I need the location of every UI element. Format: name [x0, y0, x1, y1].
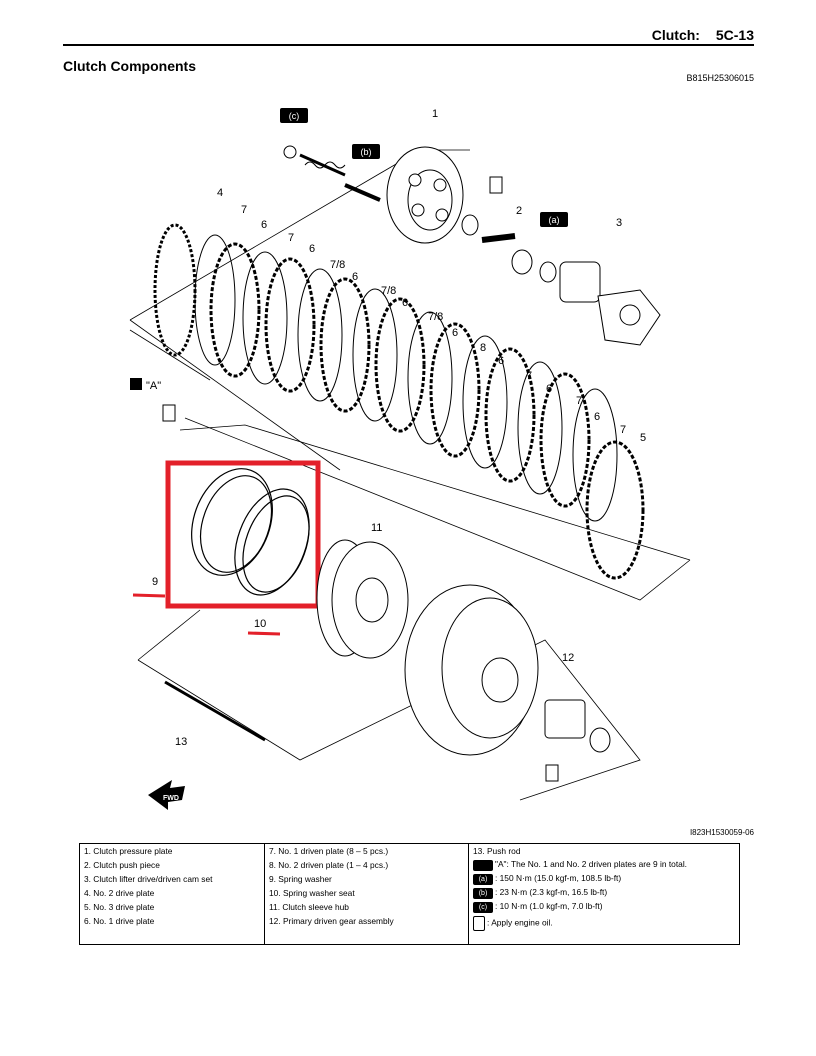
svg-text:(b): (b) — [361, 147, 372, 157]
svg-text:(c): (c) — [289, 111, 300, 121]
callout: 2 — [516, 205, 522, 217]
callout: 6 — [402, 297, 408, 309]
callout: 7/8 — [428, 311, 443, 323]
page-title: Clutch Components — [63, 58, 196, 74]
callout: 5 — [640, 432, 646, 444]
page-number: 5C-13 — [715, 27, 754, 43]
legend-cell: 1. Clutch pressure plate — [79, 843, 265, 858]
figure-id-bottom: I823H1530059-06 — [689, 828, 754, 837]
callout: 9 — [152, 576, 158, 588]
pressure-plate-group — [283, 145, 557, 283]
callout: 6 — [261, 219, 267, 231]
callout: 7 — [288, 232, 294, 244]
legend-cell-oil: : Apply engine oil. — [468, 914, 740, 945]
oil-icon — [162, 404, 176, 422]
legend-cell-note-a: "A": The No. 1 and No. 2 driven plates a… — [468, 858, 740, 872]
callout: 13 — [175, 736, 187, 748]
page-header: Clutch: 5C-13 — [652, 27, 754, 43]
highlight-underline-9 — [132, 593, 166, 598]
oil-icon — [489, 176, 503, 194]
callout: 7 — [241, 204, 247, 216]
callout: 7 — [576, 395, 582, 407]
note-icon — [473, 859, 493, 871]
callout: 7 — [526, 370, 532, 382]
callout: 11 — [371, 522, 382, 534]
callout: 6 — [452, 327, 458, 339]
callout: 6 — [498, 355, 504, 367]
section-label: Clutch: — [651, 27, 700, 43]
callout: 10 — [254, 618, 266, 630]
fwd-arrow-icon: FWD — [148, 780, 185, 810]
callout: 8 — [480, 342, 486, 354]
callout: 6 — [309, 243, 315, 255]
legend-cell: 5. No. 3 drive plate — [79, 900, 265, 914]
push-rod — [164, 680, 266, 742]
sleeve-hub — [316, 539, 409, 659]
oil-can-icon — [473, 916, 485, 931]
legend-cell: 12. Primary driven gear assembly — [264, 914, 469, 945]
legend-cell: 8. No. 2 driven plate (1 – 4 pcs.) — [264, 858, 469, 872]
header-rule — [63, 44, 754, 46]
legend-cell-torque-b: (b): 23 N·m (2.3 kgf-m, 16.5 lb-ft) — [468, 886, 740, 900]
plate-stack — [153, 223, 645, 580]
callout: 6 — [594, 411, 600, 423]
legend-cell: 13. Push rod — [468, 843, 740, 858]
callout: 7/8 — [330, 259, 345, 271]
torque-a-icon: (a) — [473, 873, 493, 885]
callout: 6 — [352, 271, 358, 283]
torque-badge-a: (a) — [540, 212, 568, 227]
legend-cell: 4. No. 2 drive plate — [79, 886, 265, 900]
legend-cell: 2. Clutch push piece — [79, 858, 265, 872]
callout: 1 — [432, 108, 438, 120]
legend-cell: 10. Spring washer seat — [264, 886, 469, 900]
callout: 4 — [217, 187, 223, 199]
callout: 7/8 — [381, 285, 396, 297]
svg-text:"A": "A" — [146, 380, 161, 392]
legend-cell: 7. No. 1 driven plate (8 – 5 pcs.) — [264, 843, 469, 858]
oil-icon — [545, 764, 559, 782]
legend-cell-torque-a: (a): 150 N·m (15.0 kgf-m, 108.5 lb-ft) — [468, 872, 740, 886]
callout: 6 — [546, 383, 552, 395]
callouts: 1 2 3 4 7 6 7 6 7/8 6 7/8 6 7/8 6 8 6 7 … — [152, 108, 646, 748]
legend-cell: 9. Spring washer — [264, 872, 469, 886]
callout: 12 — [562, 652, 574, 664]
torque-c-icon: (c) — [473, 901, 493, 913]
torque-b-icon: (b) — [473, 887, 493, 899]
exploded-diagram: FWD (c) (b) (a) "A" 1 2 3 4 7 6 7 6 7/8 … — [129, 108, 691, 810]
fwd-label: FWD — [163, 795, 179, 802]
torque-badge-c: (c) — [280, 108, 308, 123]
callout: 3 — [616, 217, 622, 229]
legend-cell-torque-c: (c): 10 N·m (1.0 kgf-m, 7.0 lb-ft) — [468, 900, 740, 914]
highlight-box — [165, 460, 321, 609]
svg-text:(a): (a) — [549, 215, 560, 225]
primary-gear — [404, 584, 611, 756]
washer-rings — [191, 468, 310, 596]
highlight-underline-10 — [247, 631, 281, 636]
legend-cell: 11. Clutch sleeve hub — [264, 900, 469, 914]
callout: 7 — [620, 424, 626, 436]
note-a-icon: "A" — [130, 378, 161, 392]
legend-cell: 6. No. 1 drive plate — [79, 914, 265, 945]
parts-legend-table: 1. Clutch pressure plate 7. No. 1 driven… — [79, 843, 740, 945]
legend-cell: 3. Clutch lifter drive/driven cam set — [79, 872, 265, 886]
cam-set — [559, 261, 661, 346]
torque-badge-b: (b) — [352, 144, 380, 159]
figure-id-top: B815H25306015 — [686, 73, 754, 83]
